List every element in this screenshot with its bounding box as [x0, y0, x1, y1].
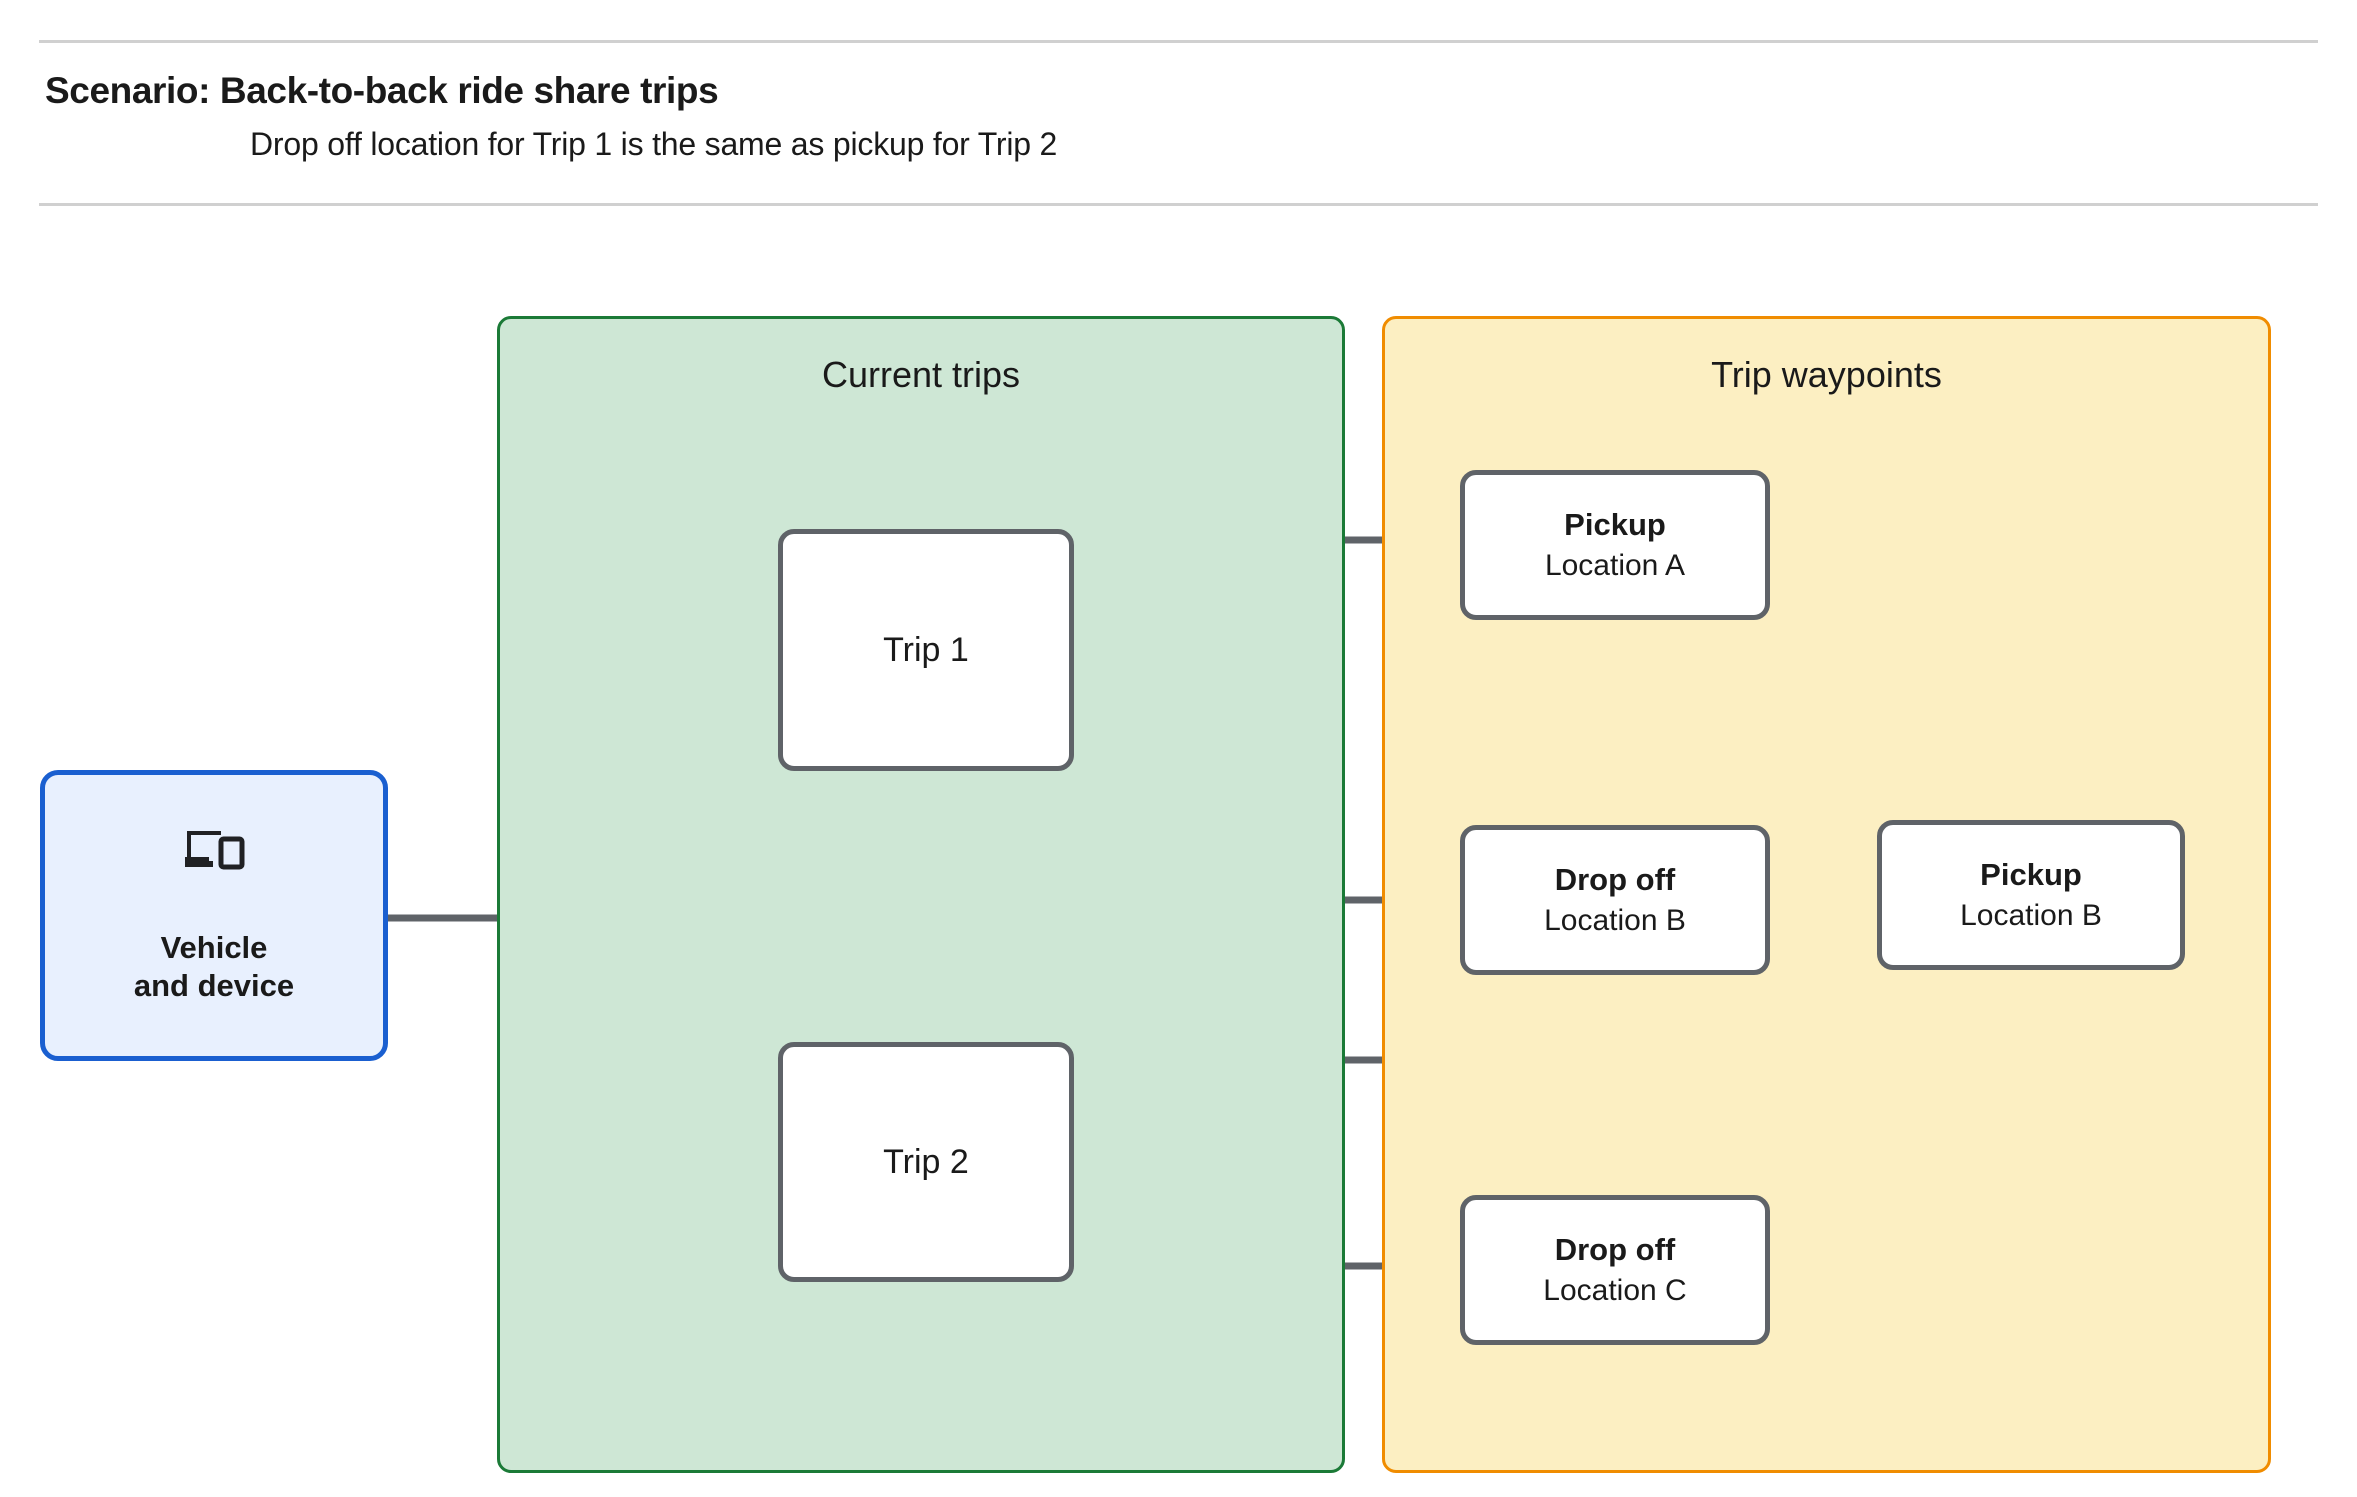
header-divider-bottom	[39, 203, 2318, 206]
node-pickup-location-b[interactable]: Pickup Location B	[1877, 820, 2185, 970]
page-title: Scenario: Back-to-back ride share trips	[45, 70, 719, 111]
laptop-and-phone-icon	[185, 830, 245, 870]
node-pickup-location-b-location: Location B	[1960, 898, 2102, 932]
node-dropoff-location-c[interactable]: Drop off Location C	[1460, 1195, 1770, 1345]
node-trip-2-label: Trip 2	[883, 1142, 969, 1181]
node-pickup-location-a-location: Location A	[1544, 548, 1686, 582]
node-pickup-location-b-type: Pickup	[1980, 857, 2082, 893]
node-vehicle-and-device[interactable]: Vehicle and device	[40, 770, 388, 1061]
node-trip-1[interactable]: Trip 1	[778, 529, 1074, 771]
node-dropoff-location-c-type: Drop off	[1554, 1232, 1676, 1268]
node-dropoff-location-b[interactable]: Drop off Location B	[1460, 825, 1770, 975]
header-divider-top	[39, 40, 2318, 43]
node-dropoff-location-c-location: Location C	[1543, 1273, 1687, 1307]
group-trip-waypoints-title: Trip waypoints	[1711, 354, 1942, 395]
node-dropoff-location-b-location: Location B	[1544, 903, 1686, 937]
page-subtitle: Drop off location for Trip 1 is the same…	[250, 126, 1058, 162]
node-pickup-location-a[interactable]: Pickup Location A	[1460, 470, 1770, 620]
group-current-trips: Current trips	[497, 316, 1345, 1473]
node-trip-1-label: Trip 1	[883, 630, 969, 669]
node-trip-2[interactable]: Trip 2	[778, 1042, 1074, 1282]
group-current-trips-title: Current trips	[821, 354, 1021, 395]
node-dropoff-location-b-type: Drop off	[1554, 862, 1676, 898]
node-pickup-location-a-type: Pickup	[1564, 507, 1666, 543]
vehicle-and-device-label: Vehicle and device	[133, 929, 295, 1003]
